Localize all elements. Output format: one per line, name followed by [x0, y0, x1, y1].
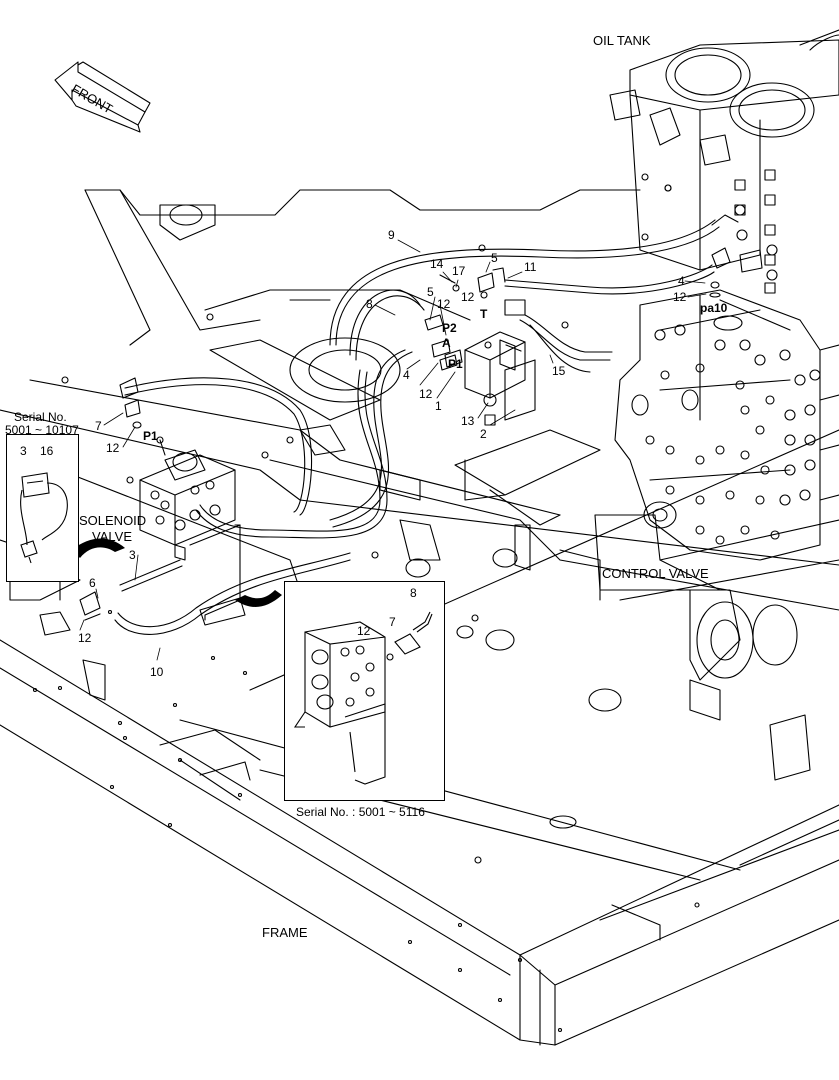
callout-8: 8 — [366, 297, 373, 311]
solenoid-valve-label-line2: VALVE — [92, 529, 132, 544]
solenoid-valve-label-line1: SOLENOID — [79, 513, 147, 528]
leader-lines — [79, 239, 707, 661]
callout-10: 10 — [150, 665, 164, 679]
callout-12f: 12 — [78, 631, 92, 645]
port-p2: P2 — [442, 321, 457, 335]
callout-5a: 5 — [491, 251, 498, 265]
left-inset-serial-line2: 5001 ~ 10107 — [5, 423, 79, 437]
port-t: T — [480, 307, 488, 321]
callout-11: 11 — [524, 260, 537, 274]
center-inset-part-7: 7 — [389, 615, 396, 629]
left-inset-serial-line1: Serial No. — [14, 410, 67, 424]
callout-17: 17 — [452, 264, 466, 278]
solenoid-valve-drawing — [139, 436, 246, 626]
inset-arrows — [72, 538, 282, 607]
center-inset-part-8: 8 — [410, 586, 417, 600]
callout-2: 2 — [480, 427, 487, 441]
callout-4b: 4 — [403, 368, 410, 382]
port-a: A — [442, 336, 451, 350]
hoses — [114, 219, 720, 635]
frame-label: FRAME — [262, 925, 308, 940]
callout-1: 1 — [435, 399, 442, 413]
control-valve-drawing — [614, 289, 839, 561]
callout-15: 15 — [552, 364, 566, 378]
callout-12d: 12 — [419, 387, 433, 401]
port-pa10: pa10 — [700, 301, 728, 315]
callout-12c: 12 — [461, 290, 475, 304]
small-valve-block — [79, 214, 763, 621]
callout-14: 14 — [430, 257, 444, 271]
center-inset-serial: Serial No. : 5001 ~ 5116 — [296, 805, 425, 819]
frame-drawing — [0, 429, 839, 1046]
inset-valve-drawing — [293, 611, 433, 785]
callout-12e: 12 — [106, 441, 120, 455]
callout-13: 13 — [461, 414, 475, 428]
port-p1-main: P1 — [448, 357, 463, 371]
center-inset-part-12: 12 — [357, 624, 371, 638]
sensor-drawing — [20, 472, 68, 564]
left-inset-part-3: 3 — [20, 444, 27, 458]
control-valve-label: CONTROL VALVE — [602, 566, 709, 581]
callout-5b: 5 — [427, 285, 434, 299]
callout-6: 6 — [89, 576, 96, 590]
left-inset-part-16: 16 — [40, 444, 54, 458]
callout-7: 7 — [95, 419, 102, 433]
callout-3: 3 — [129, 548, 136, 562]
callout-9: 9 — [388, 228, 395, 242]
callout-12b: 12 — [437, 297, 451, 311]
port-p1-left: P1 — [143, 429, 158, 443]
callout-12a: 12 — [673, 290, 687, 304]
oil-tank-drawing — [609, 29, 839, 294]
callout-4a: 4 — [678, 274, 685, 288]
oil-tank-label: OIL TANK — [593, 33, 651, 48]
center-inset — [284, 581, 445, 801]
chassis-drawing — [0, 184, 839, 781]
front-arrow — [54, 61, 151, 133]
left-inset — [6, 434, 79, 582]
